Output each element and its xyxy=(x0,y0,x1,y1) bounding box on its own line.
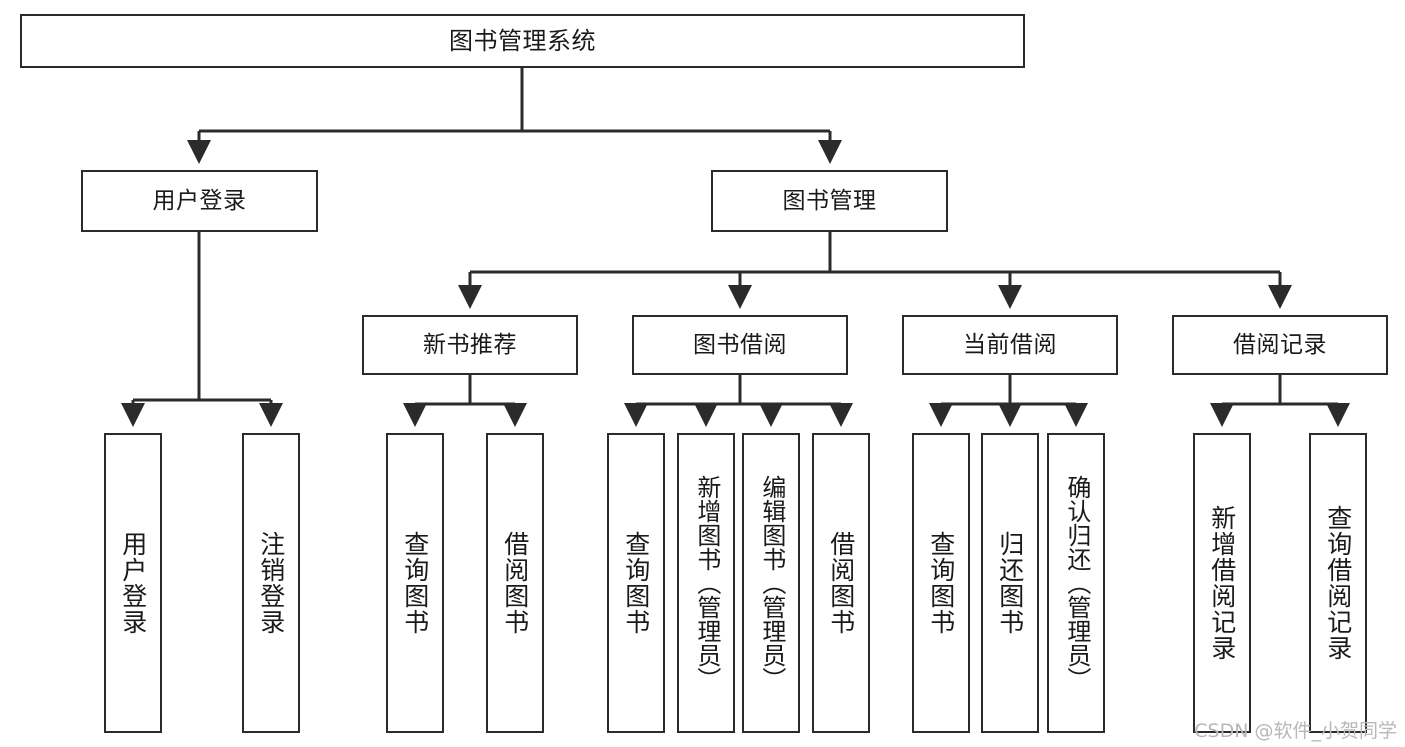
leaf-recommend-query-book[interactable]: 查询图书 xyxy=(386,433,444,733)
csdn-watermark: CSDN @软件_小贺同学 xyxy=(1194,720,1397,742)
leaf-current-return-book[interactable]: 归还图书 xyxy=(981,433,1039,733)
node-label: 借阅图书 xyxy=(826,531,856,635)
node-label: 新书推荐 xyxy=(423,331,517,358)
node-current-borrow[interactable]: 当前借阅 xyxy=(902,315,1118,375)
node-book-management[interactable]: 图书管理 xyxy=(711,170,948,232)
node-label: 查询图书 xyxy=(400,531,430,635)
leaf-borrow-edit-book-admin[interactable]: 编辑图书（管理员） xyxy=(742,433,800,733)
leaf-user-login-logout[interactable]: 注销登录 xyxy=(242,433,300,733)
node-label: 新增图书（管理员） xyxy=(692,475,721,691)
node-label: 用户登录 xyxy=(152,187,247,214)
node-label: 编辑图书（管理员） xyxy=(757,475,786,691)
node-label: 图书管理系统 xyxy=(449,27,596,55)
node-label: 借阅图书 xyxy=(500,531,530,635)
leaf-borrow-borrow-book[interactable]: 借阅图书 xyxy=(812,433,870,733)
leaf-record-query-record[interactable]: 查询借阅记录 xyxy=(1309,433,1367,733)
leaf-record-add-record[interactable]: 新增借阅记录 xyxy=(1193,433,1251,733)
node-label: 查询借阅记录 xyxy=(1323,505,1353,661)
leaf-current-confirm-return-admin[interactable]: 确认归还（管理员） xyxy=(1047,433,1105,733)
node-label: 图书管理 xyxy=(782,187,877,214)
node-label: 图书借阅 xyxy=(693,331,787,358)
node-label: 注销登录 xyxy=(256,531,286,635)
leaf-borrow-add-book-admin[interactable]: 新增图书（管理员） xyxy=(677,433,735,733)
node-new-book-recommend[interactable]: 新书推荐 xyxy=(362,315,578,375)
node-user-login[interactable]: 用户登录 xyxy=(81,170,318,232)
node-label: 确认归还（管理员） xyxy=(1062,475,1091,691)
node-label: 借阅记录 xyxy=(1233,331,1327,358)
leaf-user-login-login[interactable]: 用户登录 xyxy=(104,433,162,733)
node-root-system[interactable]: 图书管理系统 xyxy=(20,14,1025,68)
node-label: 用户登录 xyxy=(118,531,148,635)
node-book-borrow[interactable]: 图书借阅 xyxy=(632,315,848,375)
node-borrow-record[interactable]: 借阅记录 xyxy=(1172,315,1388,375)
node-label: 查询图书 xyxy=(926,531,956,635)
node-label: 新增借阅记录 xyxy=(1207,505,1237,661)
leaf-current-query-book[interactable]: 查询图书 xyxy=(912,433,970,733)
node-label: 当前借阅 xyxy=(963,331,1057,358)
node-label: 查询图书 xyxy=(621,531,651,635)
leaf-borrow-query-book[interactable]: 查询图书 xyxy=(607,433,665,733)
node-label: 归还图书 xyxy=(995,531,1025,635)
leaf-recommend-borrow-book[interactable]: 借阅图书 xyxy=(486,433,544,733)
